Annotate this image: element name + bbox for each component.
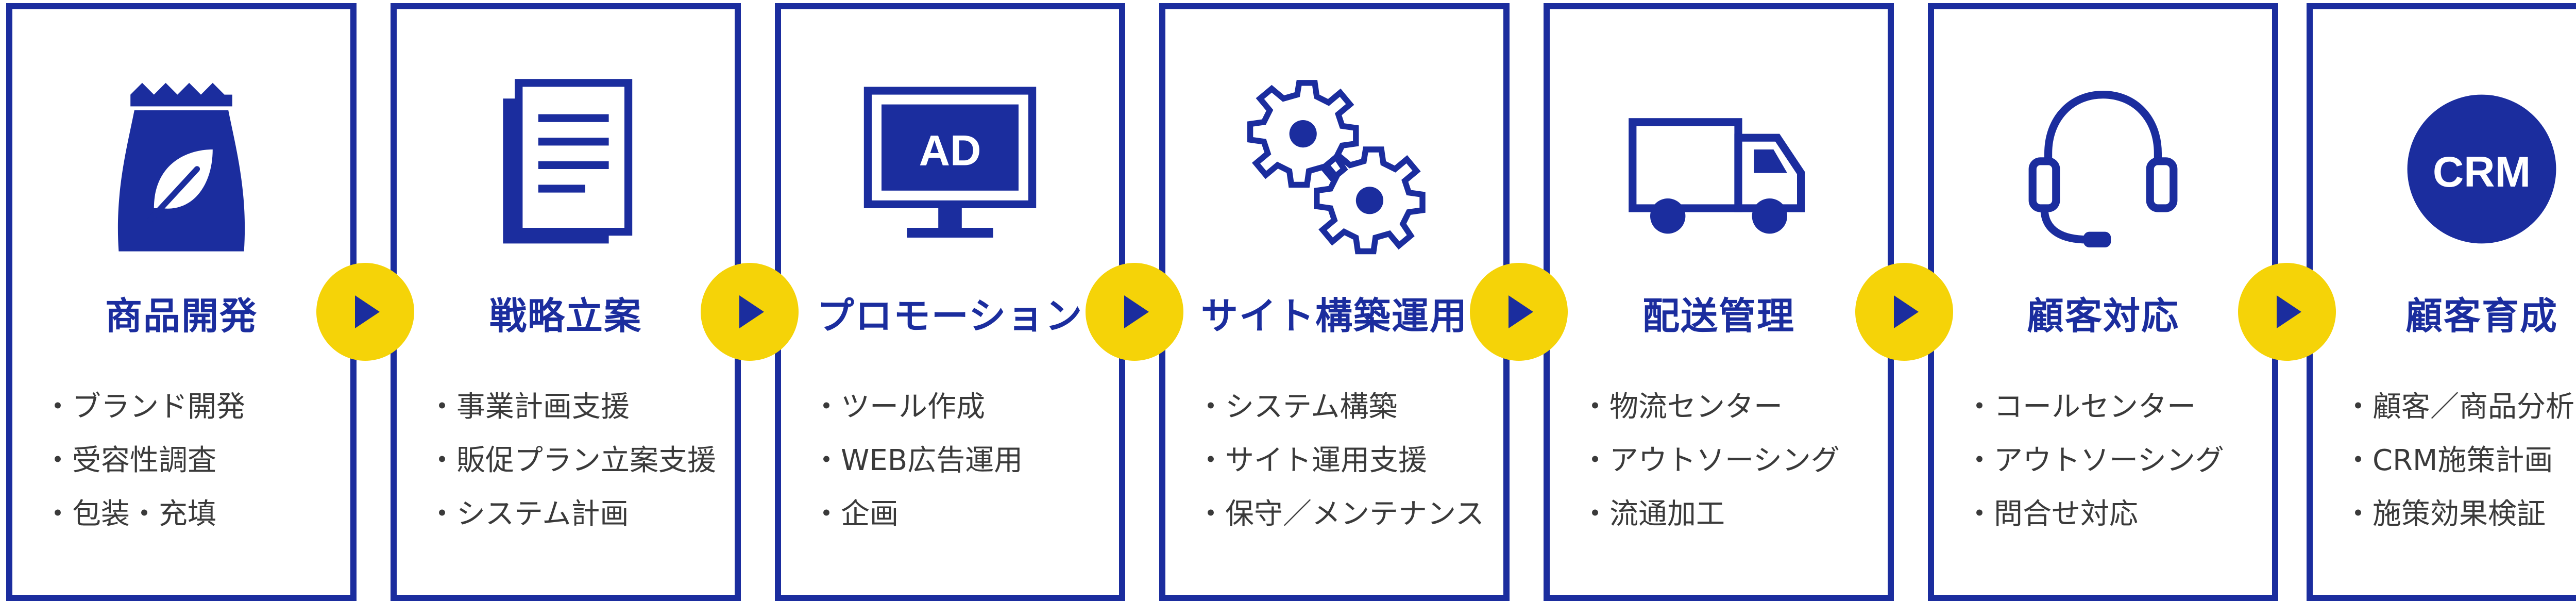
step-card-product-development: 商品開発 ・ブランド開発 ・受容性調査 ・包装・充填 xyxy=(6,3,357,601)
seed-bag-icon xyxy=(83,71,279,267)
play-arrow-icon xyxy=(1509,295,1533,328)
truck-icon xyxy=(1621,71,1817,267)
step-card-strategy-planning: 戦略立案 ・事業計画支援 ・販促プラン立案支援 ・システム計画 xyxy=(391,3,741,601)
list-item: ・保守／メンテナンス xyxy=(1196,497,1484,531)
list-item: ・施策効果検証 xyxy=(2344,497,2546,531)
list-item: ・包装・充填 xyxy=(43,497,216,531)
step-items: ・ツール作成 ・WEB広告運用 ・企画 xyxy=(812,380,1114,541)
step-title: 顧客育成 xyxy=(2405,294,2558,338)
list-item: ・アウトソーシング xyxy=(1965,444,2224,477)
list-item: ・販促プラン立案支援 xyxy=(428,444,716,477)
flow-connector xyxy=(2238,263,2336,361)
step-title: 配送管理 xyxy=(1642,294,1795,338)
play-arrow-icon xyxy=(355,295,380,328)
list-item: ・ツール作成 xyxy=(812,390,985,424)
list-item: ・システム構築 xyxy=(1196,390,1398,424)
list-item: ・WEB広告運用 xyxy=(812,444,1023,477)
list-item: ・事業計画支援 xyxy=(428,390,630,424)
ad-monitor-icon: AD xyxy=(852,71,1048,267)
step-title: 商品開発 xyxy=(105,294,258,338)
list-item: ・流通加工 xyxy=(1581,497,1725,531)
gears-icon xyxy=(1236,71,1432,267)
play-arrow-icon xyxy=(2277,295,2301,328)
flow-connector xyxy=(1086,263,1183,361)
svg-text:AD: AD xyxy=(919,126,981,174)
step-title: 顧客対応 xyxy=(2026,294,2179,338)
list-item: ・問合せ対応 xyxy=(1965,497,2138,531)
play-arrow-icon xyxy=(739,295,764,328)
step-card-promotion: AD プロモーション ・ツール作成 ・WEB広告運用 ・企画 xyxy=(775,3,1125,601)
step-items: ・システム構築 ・サイト運用支援 ・保守／メンテナンス xyxy=(1196,380,1498,541)
list-item: ・CRM施策計画 xyxy=(2344,444,2553,477)
flow-connector xyxy=(701,263,799,361)
crm-badge-icon: CRM xyxy=(2384,71,2576,267)
list-item: ・サイト運用支援 xyxy=(1196,444,1427,477)
svg-text:CRM: CRM xyxy=(2433,147,2531,196)
list-item: ・顧客／商品分析 xyxy=(2344,390,2574,424)
play-arrow-icon xyxy=(1894,295,1919,328)
step-items: ・顧客／商品分析 ・CRM施策計画 ・施策効果検証 xyxy=(2344,380,2576,541)
step-title: サイト構築運用 xyxy=(1200,294,1468,338)
list-item: ・コールセンター xyxy=(1965,390,2196,424)
flow-connector xyxy=(1470,263,1568,361)
step-items: ・物流センター ・アウトソーシング ・流通加工 xyxy=(1581,380,1883,541)
flow-connector xyxy=(1855,263,1953,361)
step-card-customer-support: 顧客対応 ・コールセンター ・アウトソーシング ・問合せ対応 xyxy=(1928,3,2278,601)
flow-connector xyxy=(316,263,414,361)
step-title: プロモーション xyxy=(817,294,1083,338)
play-arrow-icon xyxy=(1124,295,1149,328)
step-card-customer-development: CRM 顧客育成 ・顧客／商品分析 ・CRM施策計画 ・施策効果検証 xyxy=(2307,3,2576,601)
step-card-site-operation: サイト構築運用 ・システム構築 ・サイト運用支援 ・保守／メンテナンス xyxy=(1159,3,1510,601)
headset-icon xyxy=(2005,71,2201,267)
step-card-delivery-management: 配送管理 ・物流センター ・アウトソーシング ・流通加工 xyxy=(1544,3,1894,601)
list-item: ・企画 xyxy=(812,497,899,531)
list-item: ・システム計画 xyxy=(428,497,629,531)
list-item: ・ブランド開発 xyxy=(43,390,245,424)
step-items: ・事業計画支援 ・販促プラン立案支援 ・システム計画 xyxy=(428,380,730,541)
step-items: ・ブランド開発 ・受容性調査 ・包装・充填 xyxy=(43,380,345,541)
list-item: ・アウトソーシング xyxy=(1581,444,1840,477)
step-items: ・コールセンター ・アウトソーシング ・問合せ対応 xyxy=(1965,380,2267,541)
list-item: ・物流センター xyxy=(1581,390,1783,424)
documents-icon xyxy=(468,71,664,267)
list-item: ・受容性調査 xyxy=(43,444,216,477)
step-title: 戦略立案 xyxy=(489,294,642,338)
